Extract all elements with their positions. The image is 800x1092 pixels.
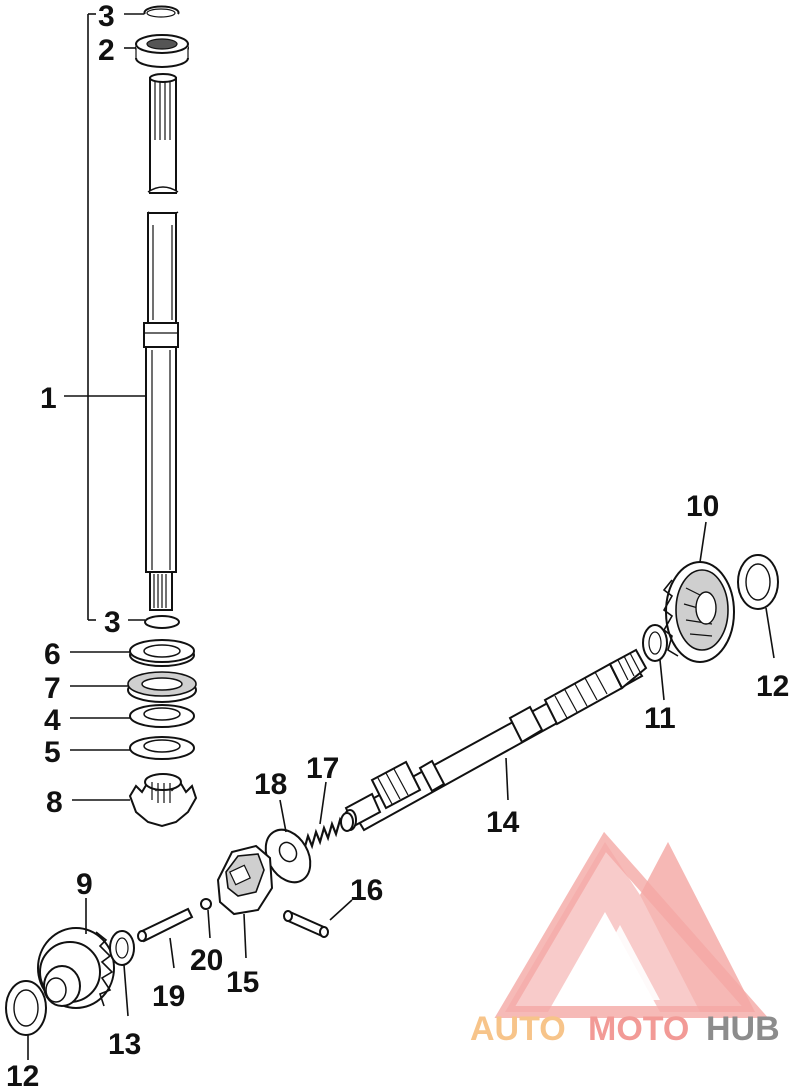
part-2-bearing bbox=[135, 34, 189, 68]
part-4-washer bbox=[129, 704, 195, 728]
part-6-shim bbox=[129, 639, 195, 667]
callout-10: 10 bbox=[686, 490, 719, 523]
watermark-logo bbox=[494, 831, 769, 1018]
callout-12-upper: 12 bbox=[756, 670, 789, 703]
part-12-thrust-washer-upper bbox=[737, 554, 779, 610]
part-10-reverse-gear bbox=[662, 561, 735, 663]
part-15-clutch-dog bbox=[216, 844, 274, 916]
part-16-cross-pin bbox=[283, 910, 329, 938]
part-7-bearing bbox=[127, 671, 197, 703]
part-3-snap-ring-top bbox=[143, 5, 180, 18]
part-12-thrust-washer-lower bbox=[5, 980, 47, 1036]
watermark-text-hub: HUB bbox=[706, 1010, 780, 1048]
part-11-shim bbox=[642, 624, 668, 662]
part-3-snap-ring-lower bbox=[144, 615, 180, 629]
callout-9: 9 bbox=[76, 868, 93, 901]
part-20-detent-ball bbox=[200, 898, 212, 910]
part-8-pinion-gear bbox=[128, 773, 198, 828]
part-14-propeller-shaft bbox=[343, 648, 648, 832]
callout-6: 6 bbox=[44, 638, 61, 671]
callout-2: 2 bbox=[98, 34, 115, 67]
part-18-retainer-plate bbox=[264, 828, 312, 884]
callout-18: 18 bbox=[254, 768, 287, 801]
callout-1: 1 bbox=[40, 382, 57, 415]
callout-12-lower: 12 bbox=[6, 1060, 39, 1092]
callout-8: 8 bbox=[46, 786, 63, 819]
callout-4: 4 bbox=[44, 704, 61, 737]
part-13-shim bbox=[109, 930, 135, 966]
callout-14: 14 bbox=[486, 806, 520, 839]
callout-16: 16 bbox=[350, 874, 383, 907]
callout-3-top: 3 bbox=[98, 0, 115, 33]
callout-11: 11 bbox=[644, 702, 676, 735]
part-9-forward-gear bbox=[37, 927, 115, 1009]
part-1-drive-shaft bbox=[143, 73, 179, 611]
callout-17: 17 bbox=[306, 752, 339, 785]
callout-3-lower: 3 bbox=[104, 606, 121, 639]
part-19-pin bbox=[137, 907, 194, 943]
leader-lines bbox=[27, 13, 775, 1060]
watermark-text-moto: MOTO bbox=[588, 1010, 689, 1048]
group-bracket bbox=[87, 13, 96, 621]
callout-5: 5 bbox=[44, 736, 61, 769]
watermark-text-auto: AUTO bbox=[470, 1010, 566, 1048]
callout-19: 19 bbox=[152, 980, 185, 1013]
part-5-washer bbox=[129, 736, 195, 760]
callout-15: 15 bbox=[226, 966, 259, 999]
callout-7: 7 bbox=[44, 672, 61, 705]
callout-20: 20 bbox=[190, 944, 223, 977]
callout-13: 13 bbox=[108, 1028, 141, 1061]
